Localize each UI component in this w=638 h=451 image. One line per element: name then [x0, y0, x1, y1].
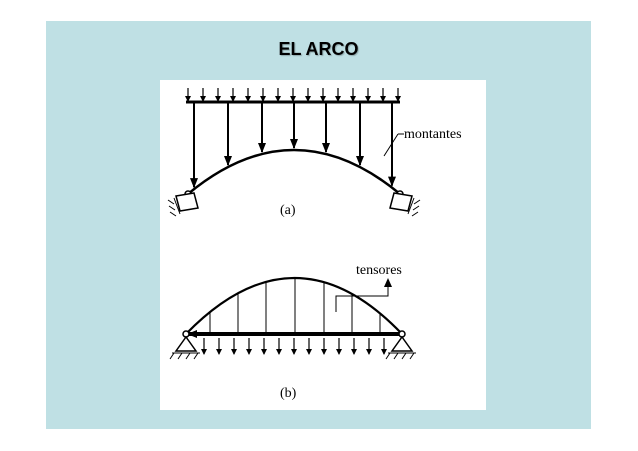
tensores-leader	[335, 286, 389, 312]
right-support-b	[385, 330, 416, 360]
slide-title: EL ARCO	[278, 39, 359, 59]
arch-b	[185, 277, 403, 335]
panel-b-diagram	[169, 277, 416, 360]
caption-a: (a)	[280, 203, 296, 218]
arch-figure: montantes (a)	[160, 80, 486, 410]
montantes-label: montantes	[404, 127, 462, 142]
left-support-a	[167, 190, 199, 217]
distributed-load-b	[201, 338, 387, 355]
slide: EL ARCO	[46, 21, 591, 429]
panel-a-diagram	[167, 88, 421, 217]
montantes-leader	[383, 133, 399, 157]
right-support-a	[389, 190, 421, 217]
caption-b: (b)	[280, 386, 297, 401]
tensores-label: tensores	[356, 263, 402, 278]
arch-diagram: montantes (a)	[167, 88, 462, 401]
arch-a	[187, 148, 401, 195]
montantes-a	[190, 102, 396, 189]
distributed-load-a	[185, 88, 401, 102]
tensores-b	[209, 278, 381, 332]
left-support-b	[169, 330, 200, 360]
